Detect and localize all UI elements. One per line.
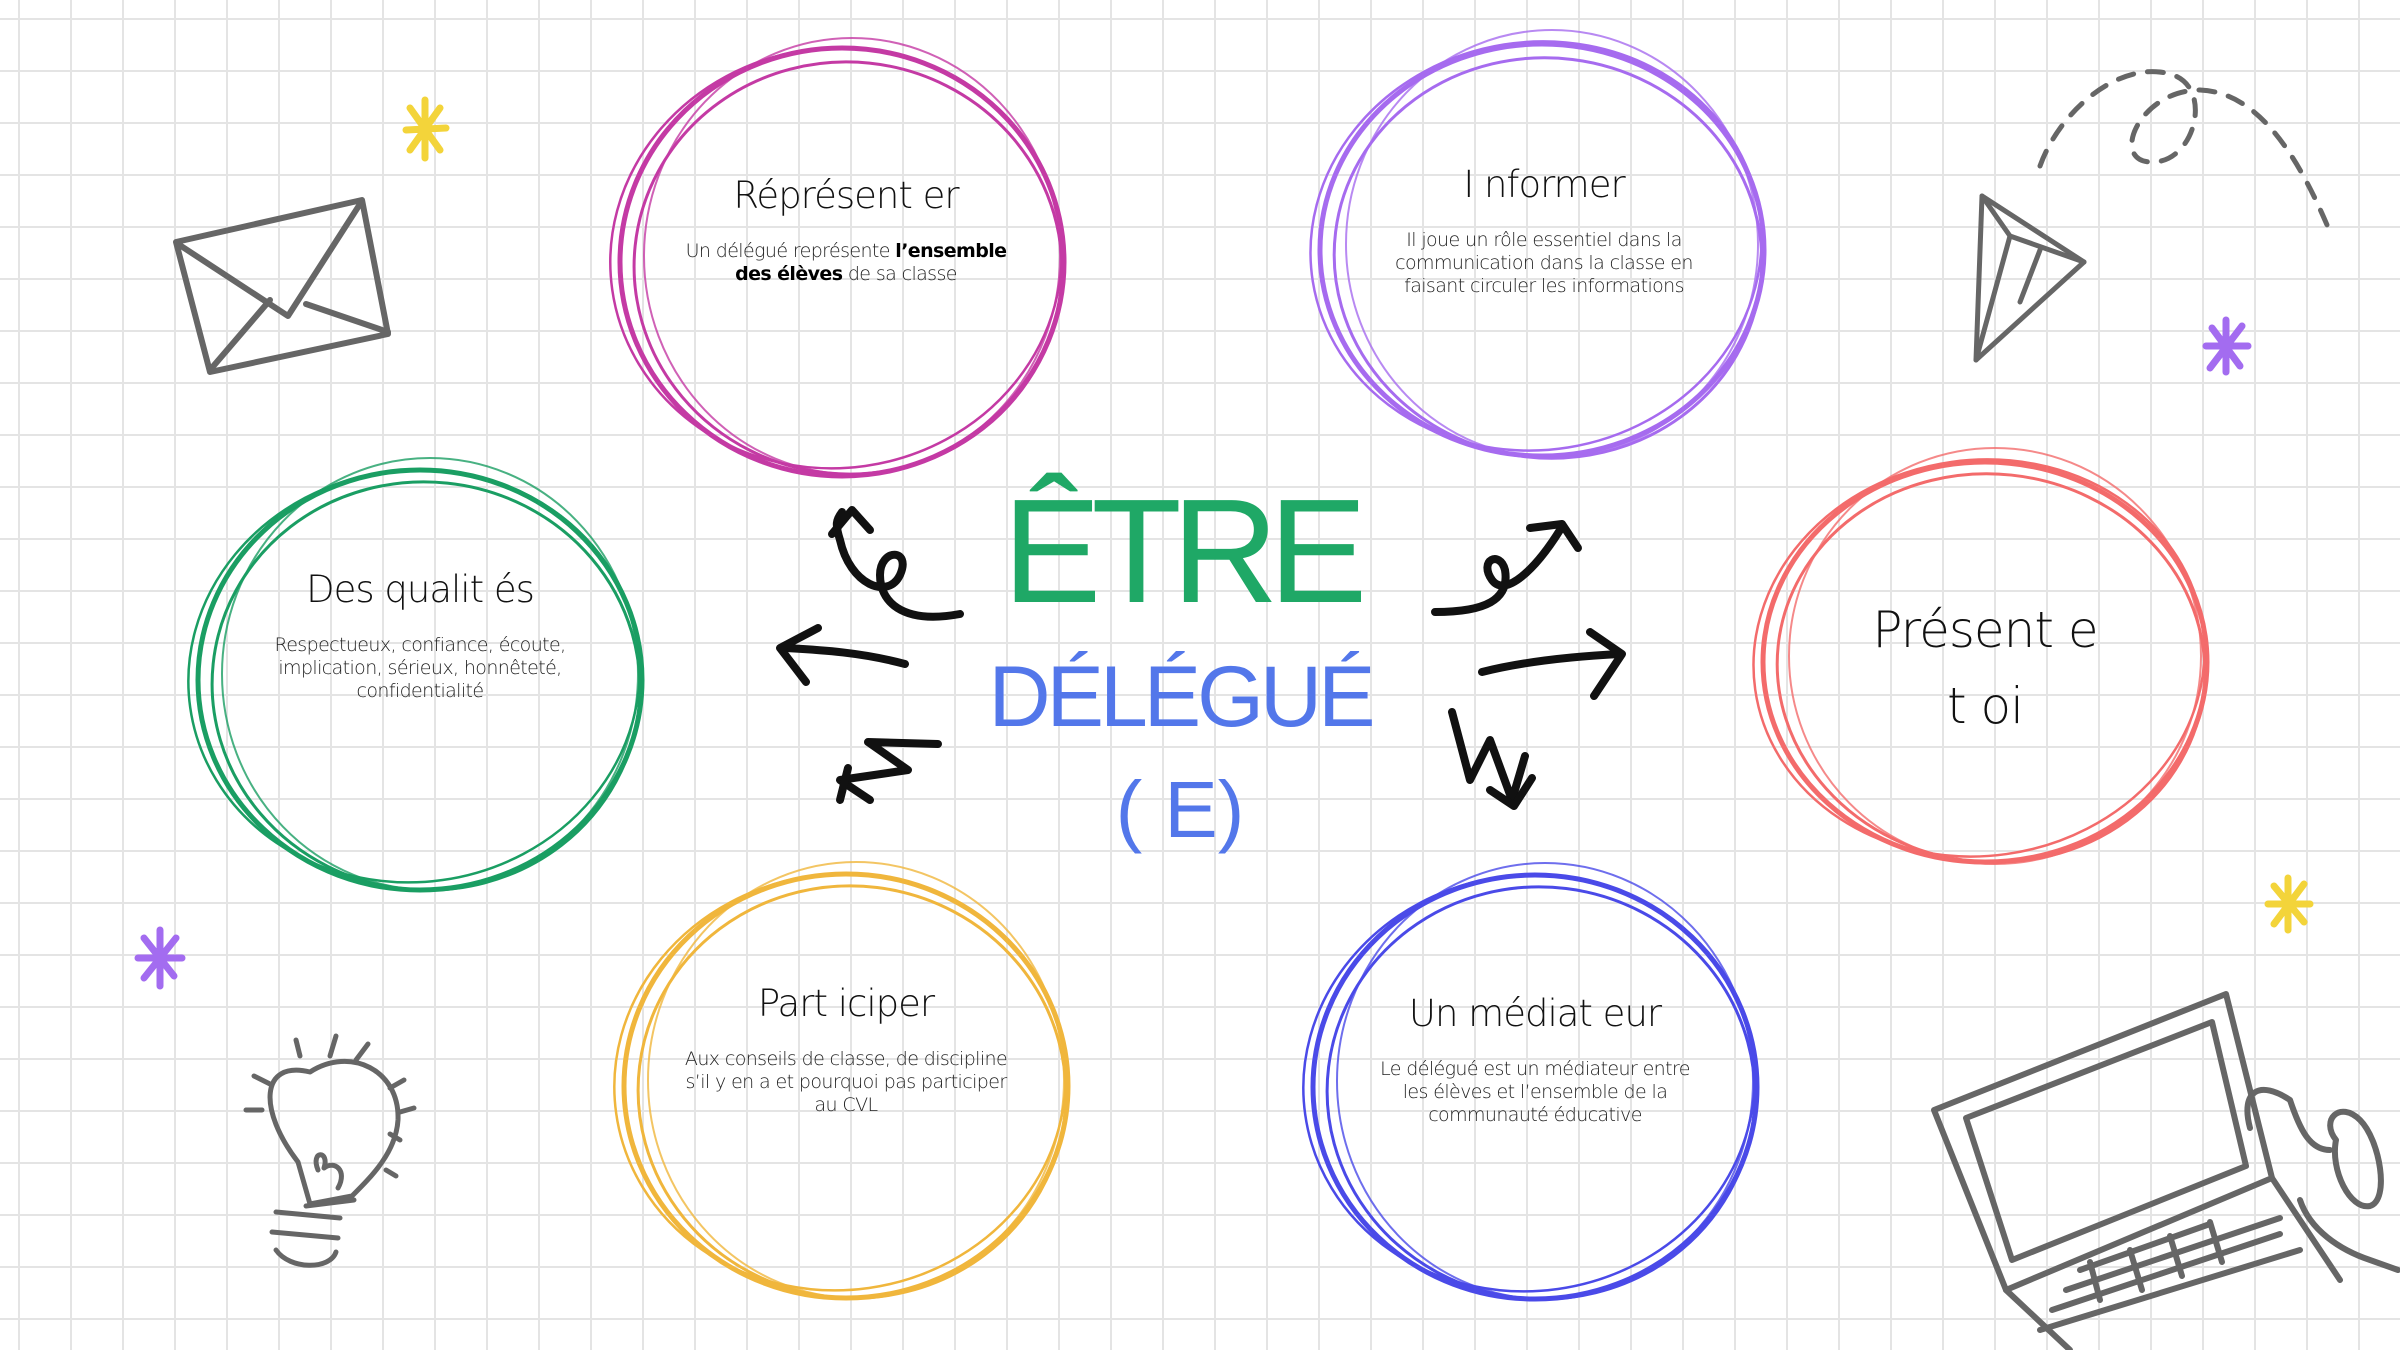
bubble-participer: Part iciper Aux conseils de classe, de d… xyxy=(676,982,1016,1117)
circle-presente xyxy=(1752,447,2210,865)
sparkle-icon xyxy=(402,96,450,162)
title-delegue: DÉLÉGUÉ xyxy=(988,649,1375,745)
envelope-icon xyxy=(173,197,391,375)
bubble-presente: Présent e t oi xyxy=(1835,592,2135,744)
bubble-title: Des qualit és xyxy=(306,568,535,611)
paper-plane-icon xyxy=(1973,69,2333,363)
bubble-title: Part iciper xyxy=(757,982,935,1025)
bubble-representer: Réprésent er Un délégué représente l’ens… xyxy=(676,174,1016,286)
bubble-informer: I nformer Il joue un rôle essentiel dans… xyxy=(1374,163,1714,298)
bubble-title-line1: Présent e xyxy=(1872,601,2098,659)
sparkle-icon xyxy=(134,926,186,990)
circle-representer xyxy=(609,37,1067,479)
sparkle-icon xyxy=(2264,874,2314,934)
arrow-icon xyxy=(1431,520,1582,616)
bubble-description: Un délégué représente l’ensemble des élè… xyxy=(685,240,1007,286)
bubble-mediateur: Un médiat eur Le délégué est un médiateu… xyxy=(1365,992,1705,1127)
title-etre: ÊTRE xyxy=(1002,469,1368,634)
bubble-description: Le délégué est un médiateur entre les él… xyxy=(1380,1058,1690,1127)
lightbulb-icon xyxy=(243,1033,417,1268)
circle-mediateur xyxy=(1302,862,1760,1302)
sparkle-icon xyxy=(2202,316,2252,376)
bubble-description: Respectueux, confiance, écoute, implicat… xyxy=(274,634,566,703)
bubble-title: Un médiat eur xyxy=(1408,992,1662,1035)
bubble-title-line2: t oi xyxy=(1947,677,2024,735)
arrow-icon xyxy=(828,506,964,621)
bubble-title: I nformer xyxy=(1463,163,1625,206)
circle-qualites xyxy=(187,457,645,893)
bubble-description: Il joue un rôle essentiel dans la commun… xyxy=(1395,229,1693,298)
circle-informer xyxy=(1309,29,1767,460)
arrow-icon xyxy=(776,624,909,686)
bubble-description: Aux conseils de classe, de discipline s’… xyxy=(684,1048,1008,1117)
laptop-icon xyxy=(1931,991,2400,1350)
arrow-icon xyxy=(1448,708,1536,810)
arrow-icon xyxy=(836,738,942,804)
bubble-qualites: Des qualit és Respectueux, confiance, éc… xyxy=(250,568,590,703)
bubble-title: Réprésent er xyxy=(733,174,959,217)
circle-participer xyxy=(613,861,1071,1301)
title-e: ( E) xyxy=(1115,765,1245,854)
arrow-icon xyxy=(1478,628,1626,700)
